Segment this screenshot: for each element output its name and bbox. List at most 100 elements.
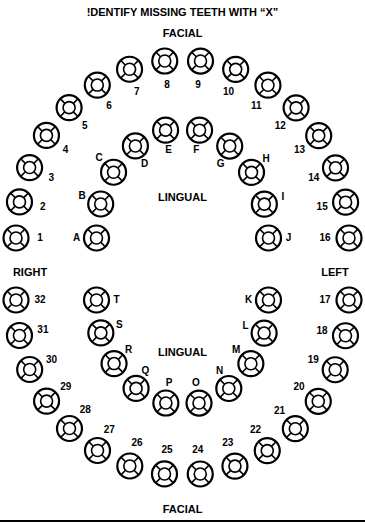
tooth-number: 18 xyxy=(316,326,327,336)
tooth-symbol xyxy=(333,190,358,215)
tooth-number: 1 xyxy=(37,233,43,243)
tooth-symbol xyxy=(252,192,277,217)
tooth-number: 12 xyxy=(275,121,286,131)
tooth-symbol xyxy=(323,357,348,382)
tooth-symbol xyxy=(85,438,110,463)
tooth-number: 11 xyxy=(251,101,262,111)
tooth-number: 16 xyxy=(319,233,330,243)
tooth-number: 9 xyxy=(195,80,201,90)
tooth-symbol xyxy=(223,57,248,82)
border-line xyxy=(0,520,365,522)
tooth-symbol xyxy=(252,321,277,346)
tooth-number: 15 xyxy=(317,202,328,212)
tooth-symbol xyxy=(222,454,247,479)
tooth-symbol xyxy=(337,226,362,251)
tooth-number: 29 xyxy=(60,382,71,392)
tooth-symbol xyxy=(4,226,29,251)
side-label: LEFT xyxy=(321,267,349,278)
tooth-symbol xyxy=(124,376,149,401)
tooth-symbol xyxy=(255,438,280,463)
tooth-letter: S xyxy=(116,320,123,330)
tooth-symbol xyxy=(85,73,110,98)
tooth-symbol xyxy=(337,288,362,313)
tooth-symbol xyxy=(88,320,113,345)
tooth-symbol xyxy=(153,118,178,143)
tooth-symbol xyxy=(84,226,109,251)
tooth-symbol xyxy=(17,357,42,382)
tooth-number: 32 xyxy=(34,295,45,305)
tooth-symbol xyxy=(306,389,331,414)
tooth-number: 24 xyxy=(192,445,203,455)
tooth-symbol xyxy=(216,376,241,401)
tooth-symbol xyxy=(7,323,32,348)
tooth-symbol xyxy=(57,95,82,120)
tooth-letter: B xyxy=(79,191,86,201)
tooth-number: 14 xyxy=(308,173,319,183)
tooth-symbol xyxy=(117,454,142,479)
tooth-letter: P xyxy=(166,378,173,388)
tooth-symbol xyxy=(238,351,263,376)
tooth-letter: N xyxy=(216,366,223,376)
tooth-symbol xyxy=(323,155,348,180)
tooth-number: 7 xyxy=(134,87,140,97)
tooth-number: 5 xyxy=(82,121,88,131)
side-label: RIGHT xyxy=(13,267,47,278)
tooth-symbol xyxy=(17,155,42,180)
tooth-number: 22 xyxy=(250,425,261,435)
tooth-number: 4 xyxy=(63,145,69,155)
tooth-number: 10 xyxy=(223,87,234,97)
tooth-symbol xyxy=(239,160,264,185)
tooth-number: 25 xyxy=(161,445,172,455)
tooth-symbol xyxy=(57,416,82,441)
tooth-number: 17 xyxy=(319,295,330,305)
surface-label: FACIAL xyxy=(163,504,203,515)
tooth-symbol xyxy=(255,73,280,98)
tooth-symbol xyxy=(256,226,281,251)
tooth-symbol xyxy=(188,462,213,487)
surface-label: FACIAL xyxy=(163,28,203,39)
tooth-symbol xyxy=(123,133,148,158)
tooth-symbol xyxy=(256,288,281,313)
surface-label: LINGUAL xyxy=(158,347,207,358)
tooth-symbol xyxy=(333,323,358,348)
tooth-number: 19 xyxy=(308,355,319,365)
tooth-symbol xyxy=(102,351,127,376)
tooth-symbol xyxy=(4,288,29,313)
tooth-letter: T xyxy=(113,295,119,305)
tooth-symbol xyxy=(153,391,178,416)
tooth-letter: F xyxy=(193,145,199,155)
tooth-letter: C xyxy=(95,153,102,163)
tooth-symbol xyxy=(283,416,308,441)
tooth-number: 2 xyxy=(40,202,46,212)
tooth-symbol xyxy=(34,389,59,414)
tooth-number: 8 xyxy=(164,80,170,90)
tooth-symbol xyxy=(188,49,213,74)
chart-title: !DENTIFY MISSING TEETH WITH “X” xyxy=(87,7,279,18)
tooth-symbol xyxy=(217,134,242,159)
tooth-number: 23 xyxy=(222,438,233,448)
tooth-symbol xyxy=(152,49,177,74)
tooth-number: 28 xyxy=(80,405,91,415)
tooth-number: 20 xyxy=(293,382,304,392)
tooth-symbol xyxy=(101,160,126,185)
tooth-symbol xyxy=(7,189,32,214)
tooth-letter: H xyxy=(262,154,269,164)
tooth-letter: Q xyxy=(141,366,149,376)
tooth-letter: I xyxy=(281,192,284,202)
tooth-number: 21 xyxy=(274,406,285,416)
tooth-letter: M xyxy=(232,345,240,355)
tooth-letter: D xyxy=(141,159,148,169)
surface-label: LINGUAL xyxy=(158,192,207,203)
tooth-number: 6 xyxy=(106,101,112,111)
tooth-symbol xyxy=(34,123,59,148)
tooth-letter: J xyxy=(286,233,292,243)
tooth-symbol xyxy=(306,123,331,148)
tooth-symbol xyxy=(117,57,142,82)
tooth-letter: R xyxy=(125,345,132,355)
tooth-number: 30 xyxy=(46,355,57,365)
tooth-letter: O xyxy=(192,378,200,388)
tooth-symbol xyxy=(152,461,177,486)
tooth-symbol xyxy=(88,192,113,217)
